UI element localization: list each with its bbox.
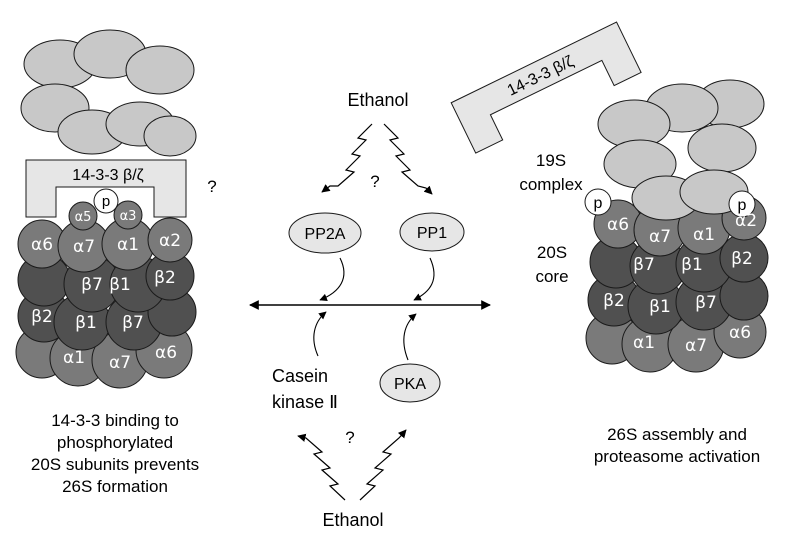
right-alpha-label: α7 [685, 336, 707, 356]
ethanol-to-pp1-arrow [383, 123, 433, 195]
left-beta-label: β7 [81, 275, 103, 295]
right-19s-lid [597, 79, 765, 189]
left-beta-label: β7 [122, 313, 144, 333]
left-alpha-label: α6 [31, 235, 53, 255]
ethanol-to-pp2a-arrow [321, 123, 373, 193]
right-side-labels: 19S complex 20S core [519, 151, 583, 286]
pp2a-label: PP2A [305, 226, 346, 243]
left-alpha-label: α7 [109, 353, 131, 373]
left-alpha-label: α7 [73, 237, 95, 257]
right-alpha-label: α6 [607, 215, 629, 235]
left-core-labels: α6 α7 α1 α2 α5 α3 β7 β1 β2 β2 β1 β7 α1 α… [31, 209, 181, 373]
right-caption-line: proteasome activation [593, 447, 761, 466]
right-beta-label: β2 [731, 249, 753, 269]
casein-kinase-effect-arrow [313, 311, 327, 357]
left-caption-line: 20S subunits prevents [30, 455, 200, 474]
right-beta-label: β1 [681, 255, 703, 275]
right-beta-label: β7 [633, 255, 655, 275]
left-phospho-label: p [102, 193, 110, 210]
left-20s-core [15, 200, 197, 389]
right-core-labels: α6 α7 α1 α2 β7 β1 β2 β2 β1 β7 α1 α7 α6 [603, 211, 757, 356]
left-alpha-small-label: α3 [120, 209, 137, 224]
left-alpha-small-label: α5 [75, 210, 92, 225]
top-question-mark: ? [370, 172, 379, 191]
right-alpha-label: α6 [729, 323, 751, 343]
right-beta-label: β1 [649, 297, 671, 317]
left-caption-line: 26S formation [62, 477, 168, 496]
left-beta-label: β1 [109, 275, 131, 295]
bottom-question-mark: ? [345, 428, 354, 447]
label-19s: 19S [536, 151, 566, 170]
left-alpha-label: α1 [63, 348, 85, 368]
left-beta-label: β1 [75, 313, 97, 333]
pka-effect-arrow [403, 313, 417, 361]
left-alpha-label: α2 [159, 231, 181, 251]
ethanol-top-label: Ethanol [347, 90, 408, 110]
right-caption-line: 26S assembly and [607, 425, 747, 444]
pka-node [379, 363, 441, 403]
left-14-3-3-protein [25, 159, 187, 218]
ethanol-to-pka-arrow [359, 429, 407, 501]
left-beta-label: β2 [31, 307, 53, 327]
left-alpha-label: α6 [155, 343, 177, 363]
pp2a-node [288, 212, 362, 254]
label-20s: 20S [537, 243, 567, 262]
pp2a-effect-arrow [319, 257, 345, 301]
left-question-mark: ? [207, 177, 216, 196]
right-phospho-circle-right [728, 190, 756, 218]
left-14-3-3-label: 14-3-3 β/ζ [72, 167, 143, 184]
ethanol-to-casein-kinase-arrow [297, 433, 346, 501]
casein-kinase-label-line1: Casein [272, 366, 328, 386]
right-alpha-label: α1 [633, 333, 655, 353]
right-caption: 26S assembly and proteasome activation [572, 424, 782, 468]
left-caption: 14-3-3 binding to phosphorylated 20S sub… [10, 410, 220, 498]
right-alpha-label: α2 [735, 211, 757, 231]
right-beta-label: β2 [603, 291, 625, 311]
left-19s-lid [20, 29, 197, 157]
right-beta-label: β7 [695, 293, 717, 313]
label-19s-complex: complex [519, 175, 583, 194]
pp1-label: PP1 [417, 225, 447, 242]
right-phospho-circle-left [584, 188, 612, 216]
pp1-node [399, 212, 465, 252]
left-caption-line: 14-3-3 binding to [51, 411, 179, 430]
left-phospho-circle [93, 188, 119, 214]
left-alpha-label: α1 [117, 235, 139, 255]
pka-label: PKA [394, 376, 426, 393]
left-caption-line: phosphorylated [56, 433, 174, 452]
pp1-effect-arrow [413, 257, 435, 301]
right-alpha-label: α1 [693, 225, 715, 245]
label-20s-core: core [535, 267, 568, 286]
right-alpha-label: α7 [649, 227, 671, 247]
right-phospho-label: p [738, 197, 747, 214]
right-phospho-label: p [594, 195, 603, 212]
casein-kinase-label-line2: kinase Ⅱ [272, 392, 338, 412]
left-beta-label: β2 [154, 268, 176, 288]
ethanol-bottom-label: Ethanol [322, 510, 383, 530]
